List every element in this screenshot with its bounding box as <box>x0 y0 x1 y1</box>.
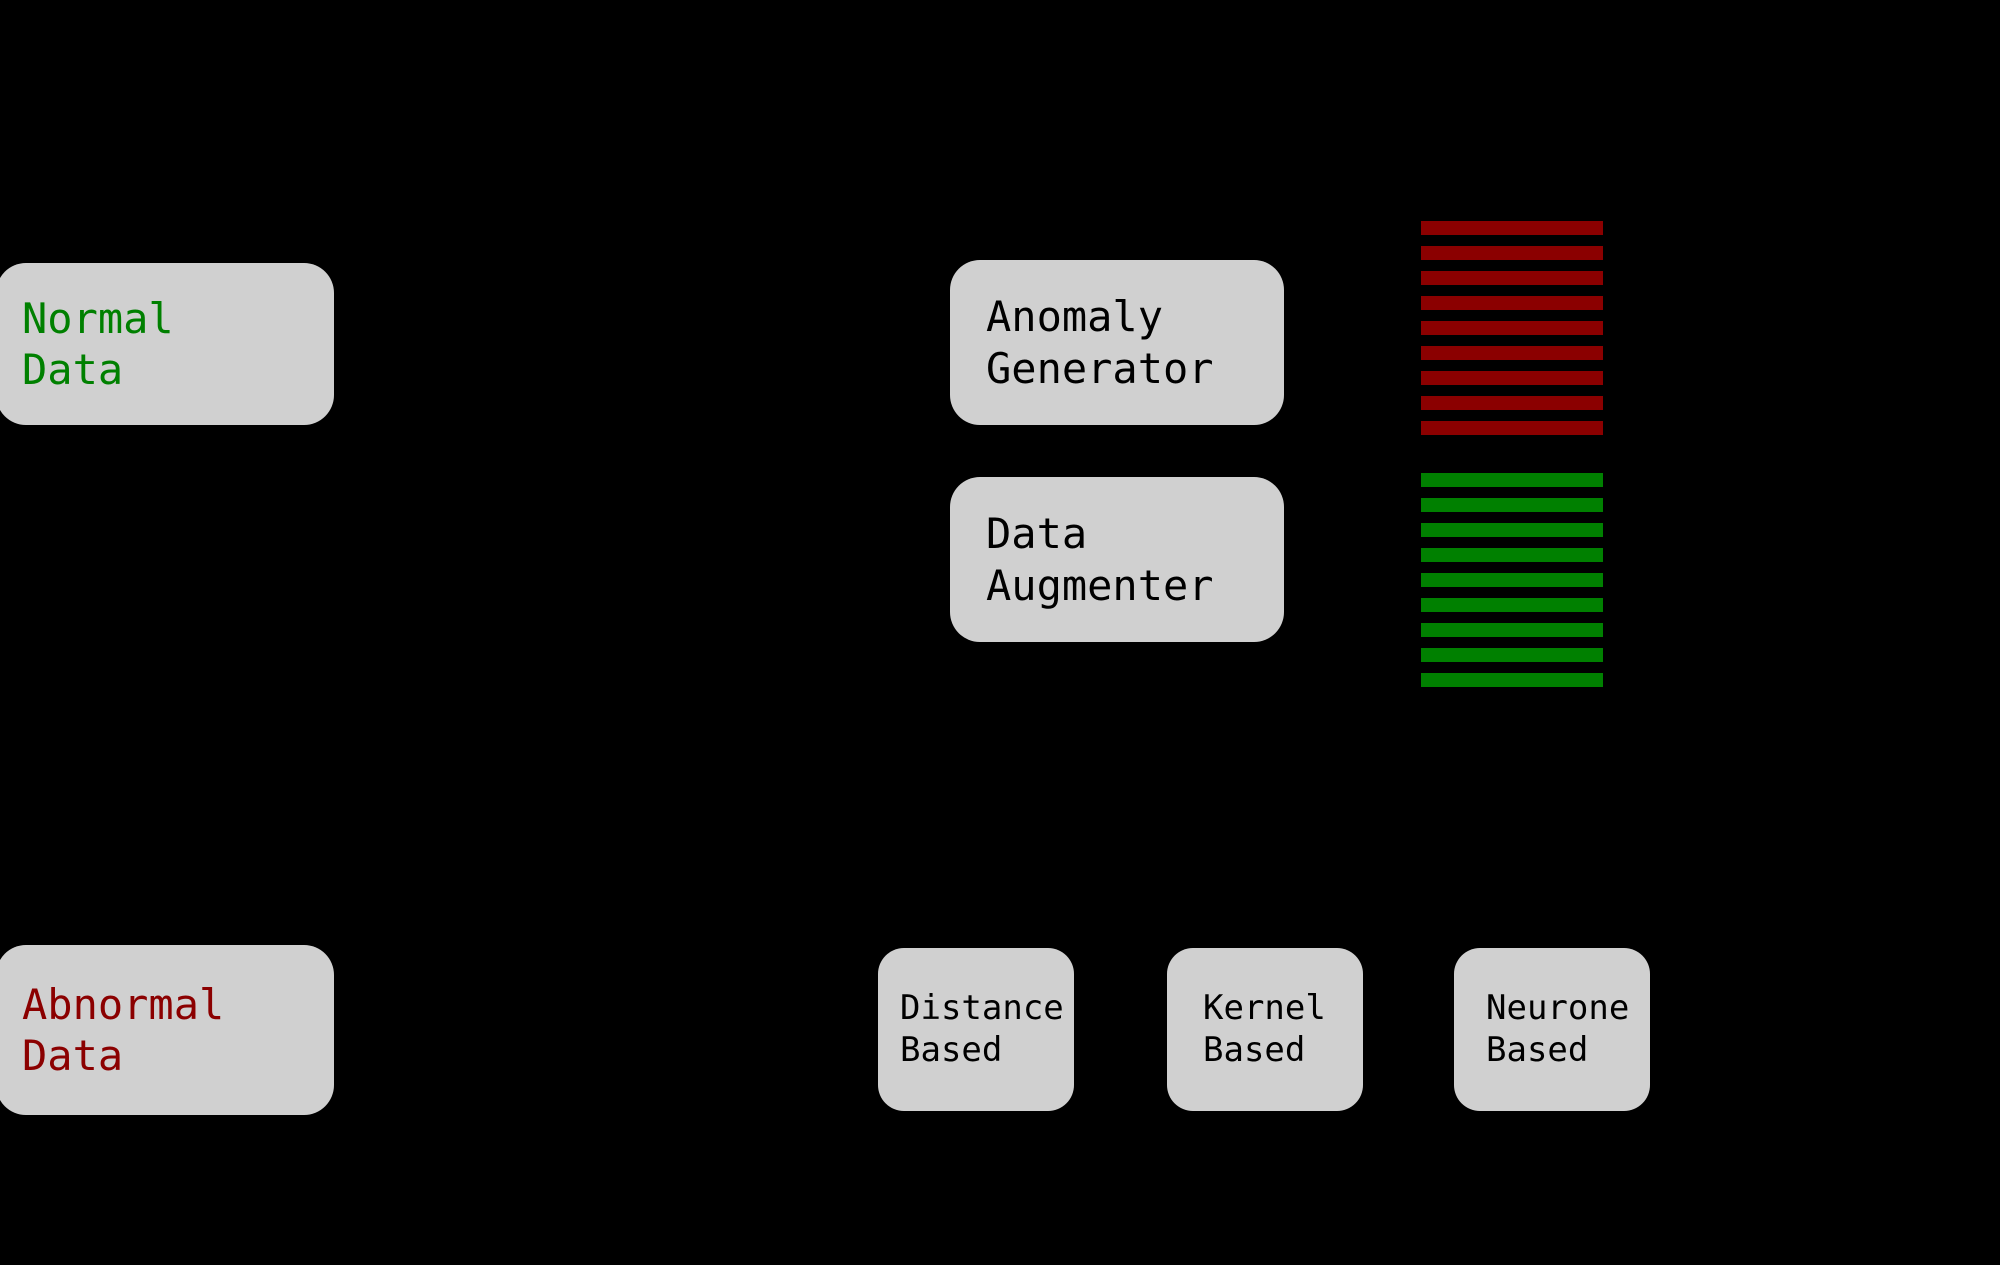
node-normal-data-line1: Normal <box>22 293 174 343</box>
node-abnormal-data-line1: Abnormal <box>22 979 225 1029</box>
sample-stripe-abnormal <box>1421 396 1603 410</box>
node-kernel-based[interactable]: Kernel Based <box>1167 948 1363 1111</box>
sample-stripe-normal <box>1421 598 1603 612</box>
sample-stripe-normal <box>1421 573 1603 587</box>
node-data-augmenter-line1: Data <box>986 509 1088 559</box>
sample-stripe-normal <box>1421 473 1603 487</box>
node-data-augmenter[interactable]: Data Augmenter <box>950 477 1284 642</box>
sample-stripe-abnormal <box>1421 221 1603 235</box>
sample-stripe-abnormal <box>1421 371 1603 385</box>
sample-stripe-abnormal <box>1421 271 1603 285</box>
sample-stripe-abnormal <box>1421 421 1603 435</box>
sample-stripe-stack <box>1421 221 1603 687</box>
sample-stripe-abnormal <box>1421 346 1603 360</box>
sample-stripe-abnormal <box>1421 296 1603 310</box>
sample-stripe-normal <box>1421 673 1603 687</box>
node-neurone-based-line2: Based <box>1486 1029 1589 1070</box>
node-anomaly-generator[interactable]: Anomaly Generator <box>950 260 1284 425</box>
node-normal-data-line2: Data <box>22 345 124 394</box>
node-kernel-based-line1: Kernel <box>1203 988 1326 1029</box>
sample-stripe-abnormal <box>1421 246 1603 260</box>
node-distance-based-line1: Distance <box>900 988 1064 1029</box>
node-distance-based[interactable]: Distance Based <box>878 948 1074 1111</box>
node-anomaly-generator-line2: Generator <box>986 343 1214 393</box>
sample-stripe-normal <box>1421 498 1603 512</box>
node-kernel-based-line2: Based <box>1203 1029 1306 1070</box>
sample-stripe-normal <box>1421 548 1603 562</box>
node-data-augmenter-line2: Augmenter <box>986 560 1214 610</box>
sample-stripe-normal <box>1421 648 1603 662</box>
node-normal-data[interactable]: Normal Data <box>0 263 334 425</box>
node-abnormal-data[interactable]: Abnormal Data <box>0 945 334 1115</box>
node-distance-based-line2: Based <box>900 1029 1003 1070</box>
node-neurone-based-line1: Neurone <box>1486 988 1630 1029</box>
sample-stripe-abnormal <box>1421 321 1603 335</box>
sample-stripe-normal <box>1421 623 1603 637</box>
node-abnormal-data-line2: Data <box>22 1031 124 1080</box>
sample-stripe-normal <box>1421 523 1603 537</box>
node-anomaly-generator-line1: Anomaly <box>986 292 1164 342</box>
node-neurone-based[interactable]: Neurone Based <box>1454 948 1650 1111</box>
